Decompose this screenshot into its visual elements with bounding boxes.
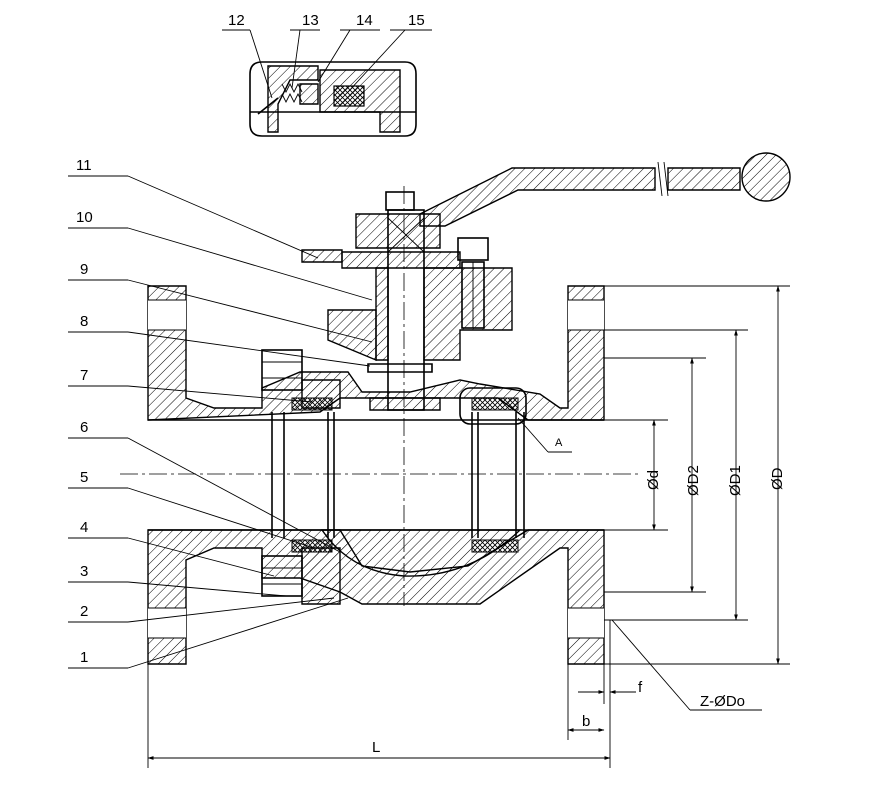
- seat-rings: [291, 387, 527, 553]
- dim-bolt-holes: Z-ØDo: [700, 693, 745, 710]
- dim-bore-d: Ød: [645, 470, 662, 490]
- part-label-9: 9: [80, 261, 88, 278]
- dim-b: b: [582, 713, 590, 730]
- body-bolts: [261, 349, 341, 605]
- dim-D: ØD: [769, 467, 786, 490]
- part-label-11: 11: [76, 157, 92, 174]
- part-label-1: 1: [80, 649, 88, 666]
- dim-f: f: [638, 679, 643, 696]
- part-label-15: 15: [408, 12, 425, 29]
- detail-seal-view: [249, 61, 417, 137]
- part-leaders: [68, 175, 572, 669]
- part-label-14: 14: [356, 12, 373, 29]
- part-label-4: 4: [80, 519, 88, 536]
- part-label-10: 10: [76, 209, 93, 226]
- part-label-7: 7: [80, 367, 88, 384]
- part-label-12: 12: [228, 12, 245, 29]
- part-label-8: 8: [80, 313, 88, 330]
- detail-leaders: [222, 29, 432, 99]
- lever-handle: [355, 152, 791, 249]
- part-label-2: 2: [80, 603, 88, 620]
- dim-d2: ØD2: [685, 465, 702, 496]
- dim-d1: ØD1: [727, 465, 744, 496]
- part-label-13: 13: [302, 12, 319, 29]
- detail-ref-label: A: [555, 437, 563, 449]
- centerlines: [120, 186, 640, 606]
- dimension-lines: [147, 285, 790, 768]
- dim-L: L: [372, 739, 380, 756]
- part-label-6: 6: [80, 419, 88, 436]
- stem-assembly: [301, 209, 513, 411]
- part-label-3: 3: [80, 563, 88, 580]
- part-label-5: 5: [80, 469, 88, 486]
- ball: [271, 397, 525, 577]
